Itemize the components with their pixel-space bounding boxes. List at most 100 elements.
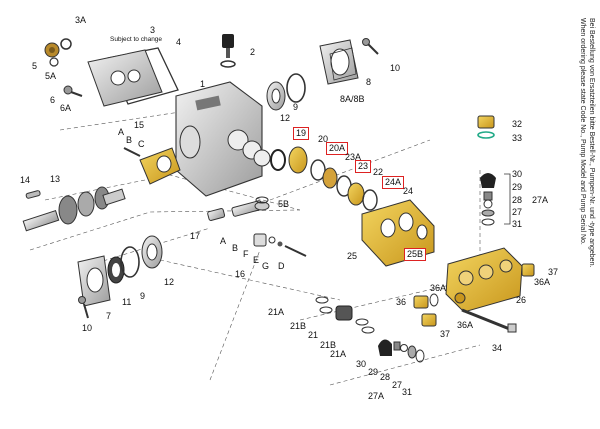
callout-19: 19 [293, 127, 310, 140]
callout-A-top: A [118, 127, 125, 137]
bearing-12-bottom [141, 235, 163, 269]
callout-F: F [243, 249, 249, 259]
callout-22: 22 [373, 167, 384, 177]
callout-21A-lower: 21A [330, 349, 347, 359]
callout-C: C [138, 139, 145, 149]
callout-37-right: 37 [548, 267, 559, 277]
crankshaft-13 [22, 186, 126, 232]
connecting-rod-15 [123, 147, 181, 185]
callout-27-right: 27 [512, 207, 523, 217]
callout-23A: 23A [345, 152, 362, 162]
callout-25B: 25B [404, 248, 427, 261]
valve-assembly-27A-bottom [378, 339, 425, 363]
callout-33: 33 [512, 133, 523, 143]
callout-4: 4 [176, 37, 182, 47]
callout-30-bottom: 30 [356, 359, 367, 369]
callout-14: 14 [20, 175, 31, 185]
callout-26: 26 [516, 295, 527, 305]
callout-3: 3 [150, 25, 156, 35]
callout-34: 34 [492, 343, 503, 353]
callout-5: 5 [32, 61, 38, 71]
callout-25: 25 [347, 251, 358, 261]
callout-7: 7 [106, 311, 112, 321]
callout-29-right: 29 [512, 182, 523, 192]
callout-12-top: 12 [280, 113, 291, 123]
pump-head-26 [445, 247, 523, 313]
callout-27A-bottom: 27A [368, 391, 385, 401]
bearing-cover-7 [77, 255, 111, 307]
callout-G: G [262, 261, 270, 271]
callout-B-bottom: B [232, 243, 239, 253]
callout-13: 13 [50, 174, 61, 184]
callout-2: 2 [250, 47, 256, 57]
bearing-cover-8 [319, 39, 359, 85]
callout-28-right: 28 [512, 195, 523, 205]
packing-stack-19-24 [270, 146, 378, 211]
callout-20: 20 [318, 134, 329, 144]
callout-9-bottom: 9 [140, 291, 146, 301]
callout-32: 32 [512, 119, 523, 129]
valve-21 [315, 296, 375, 334]
oil-plug-5 [44, 38, 72, 67]
ring-9-top [286, 73, 306, 103]
screw-10-top [362, 38, 379, 55]
callout-36: 36 [396, 297, 407, 307]
callout-8A-8B: 8A/8B [340, 94, 365, 104]
callout-21B-upper: 21B [290, 321, 307, 331]
screw-10-bottom [78, 296, 89, 319]
callout-9-top: 9 [293, 102, 299, 112]
plug-36 [413, 293, 439, 309]
callout-31-right: 31 [512, 219, 523, 229]
callout-A-bottom: A [220, 236, 227, 246]
callout-8: 8 [366, 77, 372, 87]
seal-5B [254, 196, 270, 211]
callout-23: 23 [355, 160, 372, 173]
callout-36A-right: 36A [534, 277, 551, 287]
callout-5A: 5A [45, 71, 57, 81]
bracket-27A [504, 173, 511, 225]
plug-37-right [521, 263, 535, 277]
bearing-12-top [266, 81, 286, 111]
callout-3A: 3A [75, 15, 87, 25]
dipstick-2 [220, 34, 236, 68]
subject-to-change-note: Subject to change [110, 36, 163, 43]
callout-36A-upper: 36A [430, 283, 447, 293]
plug-32 [477, 115, 495, 139]
callout-20A: 20A [326, 142, 349, 155]
plunger-assembly-16 [207, 200, 307, 257]
key-14 [25, 190, 41, 199]
callout-11: 11 [122, 297, 132, 307]
callout-37-left: 37 [440, 329, 451, 339]
callout-21B-lower: 21B [320, 340, 337, 350]
callout-E: E [253, 255, 260, 265]
callout-29-bottom: 29 [368, 367, 379, 377]
callout-24: 24 [403, 186, 414, 196]
callout-B-top: B [126, 135, 133, 145]
callout-28-bottom: 28 [380, 372, 391, 382]
callout-24A: 24A [382, 176, 405, 189]
callout-16: 16 [235, 269, 246, 279]
callout-1: 1 [200, 79, 206, 89]
callout-27-bottom: 27 [392, 380, 403, 390]
callout-21: 21 [308, 330, 319, 340]
callout-12-bottom: 12 [164, 277, 175, 287]
callout-27A-right: 27A [532, 195, 549, 205]
plug-37-left [421, 313, 437, 327]
valve-assembly-27A-right [480, 173, 496, 226]
callout-30-right: 30 [512, 169, 523, 179]
callout-D: D [278, 261, 285, 271]
callout-6: 6 [50, 95, 56, 105]
callout-36A-lower: 36A [457, 320, 474, 330]
ring-9-bottom [120, 246, 140, 278]
screw-6 [63, 85, 83, 97]
callout-10-bottom: 10 [82, 323, 93, 333]
callout-17: 17 [190, 231, 201, 241]
seal-11 [107, 256, 125, 284]
callout-21A-upper: 21A [268, 307, 285, 317]
callout-31-bottom: 31 [402, 387, 413, 397]
side-note-german: Bei Bestellung von Ersatzteilen bitte Be… [588, 18, 595, 268]
callout-15: 15 [134, 120, 145, 130]
side-note-english: When ordering please state Code No., Pum… [579, 18, 586, 245]
